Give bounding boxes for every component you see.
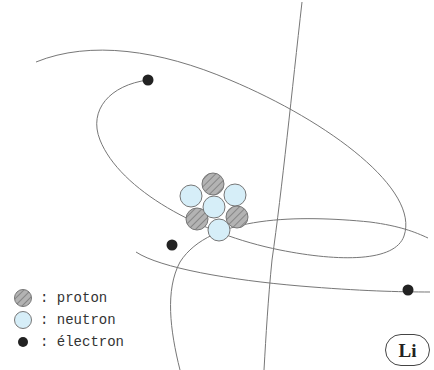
electron [143,75,154,86]
legend-swatch-shape [15,290,32,307]
element-symbol: Li [399,341,417,360]
legend-label: : proton [38,290,109,306]
legend-swatch [12,309,34,331]
neutron [208,219,230,241]
orbits [36,2,430,370]
legend-swatch-shape [18,337,28,347]
legend-entry: : électron [12,331,126,353]
electron [167,240,178,251]
legend-swatch-shape [15,312,32,329]
proton [226,206,248,228]
legend-swatch [12,287,34,309]
electron [403,285,414,296]
neutron [203,196,225,218]
element-badge: Li [385,334,430,366]
legend-swatch [12,331,34,353]
orbit [264,2,302,370]
proton [202,173,224,195]
orbit [36,50,406,258]
legend-label: : électron [38,334,126,350]
nucleus [180,173,248,241]
legend-entry: : neutron [12,309,126,331]
legend-label: : neutron [38,312,118,328]
legend: : proton : neutron : électron [12,287,126,353]
electrons [143,75,414,296]
legend-entry: : proton [12,287,126,309]
orbit [136,252,430,292]
neutron [180,185,202,207]
neutron [224,184,246,206]
